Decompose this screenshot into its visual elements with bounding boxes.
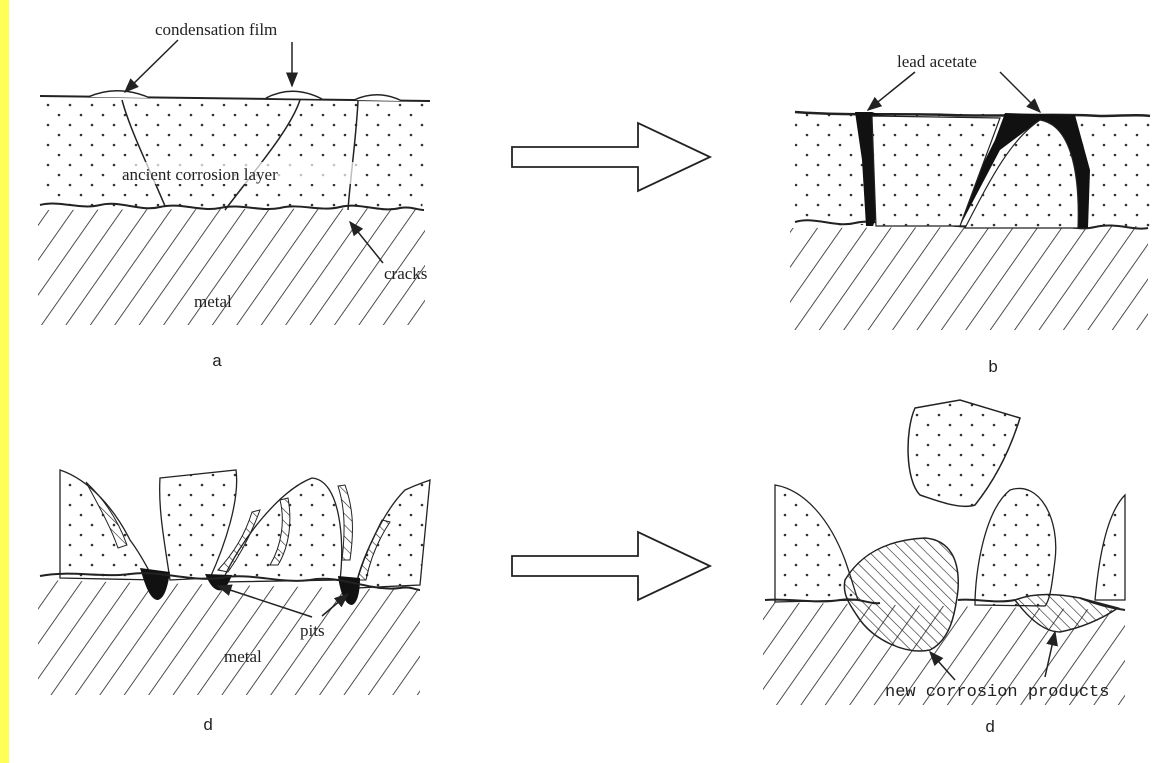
condensation-drop [266, 91, 322, 99]
metal-label-a: metal [194, 292, 232, 311]
panel-d: new corrosion products d [763, 400, 1125, 738]
corrosion-blocks-d [1095, 495, 1125, 600]
panel-d-letter: d [985, 719, 995, 738]
metal-region-c [38, 580, 420, 695]
panel-b: lead acetate b [790, 52, 1150, 378]
panel-a-letter: a [212, 353, 222, 372]
corrosion-blocks-c [60, 470, 155, 580]
arrow-a-to-b [512, 123, 710, 191]
lead-acetate-label: lead acetate [897, 52, 977, 71]
new-corrosion-products-label: new corrosion products [885, 683, 1109, 702]
ancient-corrosion-layer-label: ancient corrosion layer [122, 165, 278, 184]
arrow-c-to-d [512, 532, 710, 600]
metal-region-b [790, 226, 1148, 330]
pointer-arrow [1000, 72, 1040, 112]
panel-c-letter: d [203, 717, 213, 736]
pits-label: pits [300, 621, 325, 640]
pointer-arrow [868, 72, 915, 110]
cracks-label: cracks [384, 264, 427, 283]
panel-a: condensation film ancient corrosion laye… [38, 20, 430, 372]
panel-c: pits metal d [38, 470, 430, 736]
corrosion-blocks-d [975, 488, 1056, 606]
condensation-film-label: condensation film [155, 20, 277, 39]
detached-fragment [908, 400, 1020, 506]
metal-label-c: metal [224, 647, 262, 666]
condensation-drop [88, 91, 150, 98]
panel-b-letter: b [988, 359, 998, 378]
condensation-drop [354, 95, 402, 101]
pointer-arrow [125, 40, 178, 92]
